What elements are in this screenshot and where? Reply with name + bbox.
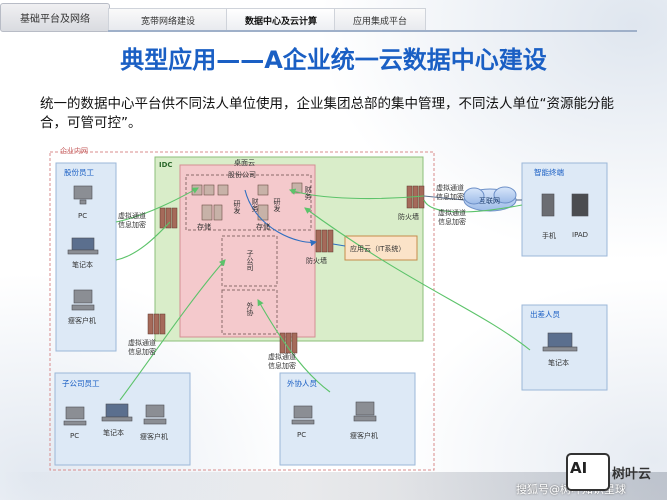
device-ipad: IPAD [572, 231, 589, 239]
device-icons [63, 185, 589, 426]
page-subtitle: 统一的数据中心平台供不同法人单位使用，企业集团总部的集中管理，不同法人单位“资源… [40, 96, 614, 131]
nav-underline [108, 30, 637, 32]
device-sub-laptop: 笔记本 [103, 429, 124, 437]
intranet-label: 企业内网 [60, 147, 88, 155]
storage-label-1: 存储 [197, 223, 211, 231]
encrypt-label-1: 信息加密 [118, 221, 146, 229]
travel-staff-title: 出差人员 [530, 310, 560, 319]
connection-lines [115, 187, 531, 401]
firewall-label-2: 防火墙 [306, 257, 327, 265]
watermark-brand: 树叶云 [612, 467, 652, 482]
vpn-label-4: 虚拟通道 [436, 184, 464, 192]
device-sub-pc: PC [70, 432, 80, 440]
encrypt-label-3: 信息加密 [268, 362, 296, 370]
device-pc: PC [78, 212, 88, 220]
dev-label-1: 研发 [233, 200, 241, 214]
device-thin-client: 瘦客户机 [68, 317, 96, 325]
intranet-boundary [49, 151, 435, 471]
device-laptop: 笔记本 [72, 261, 93, 269]
storage-label-2: 存储 [256, 223, 270, 231]
encrypt-label-2: 信息加密 [128, 348, 156, 356]
partner-area [221, 289, 278, 335]
company-label: 股份公司 [228, 171, 256, 179]
dev-label-2: 研发 [273, 198, 281, 212]
partner-staff-panel [279, 372, 416, 466]
desktop-cloud-label: 桌面云 [234, 159, 255, 167]
smart-terminal-title: 智能终端 [534, 168, 564, 177]
page-title: 典型应用——A企业统一云数据中心建设 [120, 46, 547, 74]
app-cloud-label: 应用云（IT系统） [350, 245, 406, 253]
device-partner-thin-client: 瘦客户机 [350, 432, 378, 440]
subsidiary-staff-title: 子公司员工 [62, 379, 100, 388]
firewall-label-1: 防火墙 [398, 213, 419, 221]
encrypt-label-5: 信息加密 [438, 218, 466, 226]
app-cloud-box [344, 235, 418, 261]
tab-app-integration[interactable]: 应用集成平台 [334, 8, 426, 32]
encrypt-label-4: 信息加密 [436, 193, 464, 201]
internet-label: 互联网 [479, 197, 500, 205]
company-area [185, 174, 312, 231]
watermark-bar [0, 472, 667, 500]
partner-label: 外协 [246, 302, 254, 316]
watermark-logo-text: AI [570, 459, 588, 477]
vpn-label-3: 虚拟通道 [268, 353, 296, 361]
firewall-stacks [147, 185, 425, 354]
subsidiary-label: 子公司 [246, 250, 254, 271]
internet-cloud [463, 186, 517, 212]
vpn-label-1: 虚拟通道 [118, 212, 146, 220]
finance-label-1: 财务 [251, 198, 259, 212]
nav-home-tab[interactable]: 基础平台及网络 [0, 3, 110, 32]
device-partner-pc: PC [297, 431, 307, 439]
finance-label-2: 财务 [304, 186, 312, 200]
idc-label: IDC [159, 161, 173, 169]
partner-staff-title: 外协人员 [287, 379, 317, 388]
shareholder-staff-title: 股份员工 [64, 168, 94, 177]
vpn-label-5: 虚拟通道 [438, 209, 466, 217]
vpn-label-2: 虚拟通道 [128, 339, 156, 347]
device-travel-laptop: 笔记本 [548, 359, 569, 367]
watermark-logo-box [566, 453, 610, 491]
smart-terminal-panel [521, 162, 608, 257]
device-phone: 手机 [542, 232, 556, 240]
device-sub-thin-client: 瘦客户机 [140, 433, 168, 441]
